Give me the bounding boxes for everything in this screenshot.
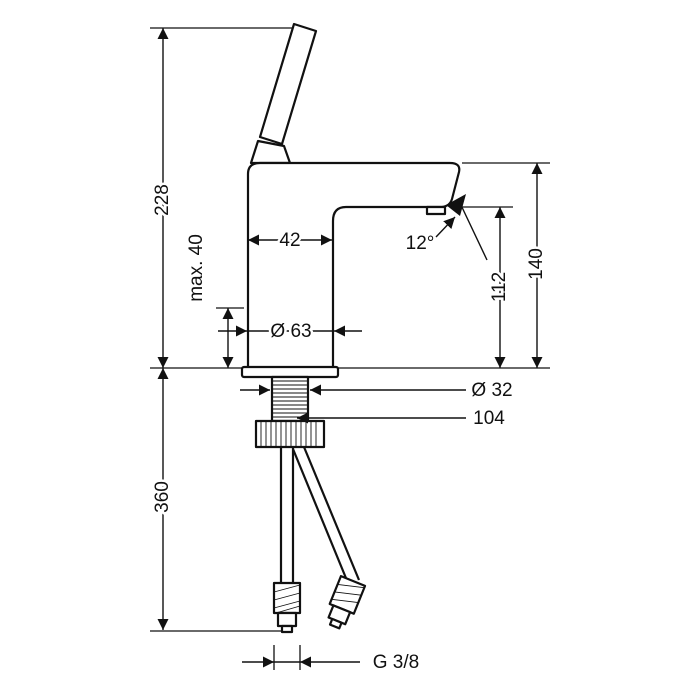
dimension-labels: 228 360 max. 40 42 Ø 63 12° 112 140 Ø 32…	[150, 182, 550, 676]
threaded-shank	[270, 375, 310, 423]
hose-left	[272, 447, 302, 634]
faucet-above-counter	[240, 22, 488, 379]
label-body-depth: 42	[279, 230, 300, 251]
mounting-nut-hatch	[260, 422, 317, 446]
hose-diagonal	[291, 446, 367, 630]
hose-diagonal-nipple	[328, 617, 343, 630]
label-connection-thread: G 3/8	[373, 652, 419, 673]
hose-diagonal-connector	[327, 575, 367, 630]
hose-left-nut-hatch	[273, 584, 301, 614]
label-offset: 104	[473, 408, 505, 429]
label-overall-height: 228	[152, 184, 173, 216]
hose-left-nipple	[280, 624, 294, 634]
hose-left-nut	[272, 581, 302, 615]
dim-leader-12deg	[435, 216, 456, 238]
hose-diagonal-edge-a	[291, 448, 350, 584]
label-hose-drop: 360	[152, 481, 173, 513]
label-spout-angle: 12°	[406, 233, 435, 254]
hose-left-connector	[272, 581, 302, 634]
extension-lines	[150, 27, 550, 670]
label-max-deck-thickness: max. 40	[186, 234, 207, 302]
label-base-diameter: Ø 63	[270, 321, 311, 342]
shank-thread-hatch	[273, 380, 307, 418]
label-spout-outlet-height: 112	[489, 272, 510, 302]
label-shank-diameter: Ø 32	[471, 380, 512, 401]
mounting-nut-flange	[254, 419, 326, 449]
spout-angle-reference-line	[459, 202, 488, 261]
faucet-handle-joint	[249, 139, 292, 165]
hose-diagonal-edge-b	[302, 446, 361, 581]
faucet-below-counter	[254, 375, 367, 634]
hose-diagonal-nut-hatch	[331, 584, 365, 604]
faucet-handle-lever	[258, 22, 318, 146]
base-plate	[240, 365, 340, 379]
dimension-lines	[157, 28, 543, 668]
spout-angle-wedge	[446, 194, 466, 216]
spout-aerator	[425, 205, 447, 216]
label-body-height: 140	[526, 248, 547, 280]
hose-left-cap	[276, 611, 298, 628]
faucet-body-and-spout	[246, 161, 461, 370]
